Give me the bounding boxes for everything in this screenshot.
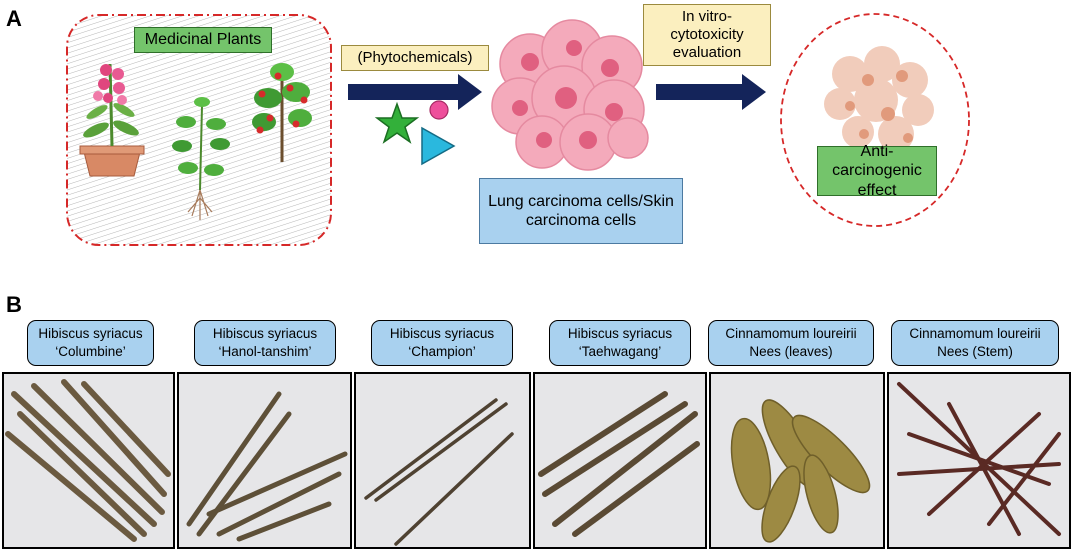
- carcinoma-cells-cluster-icon: [491, 19, 649, 171]
- phytochemical-shapes: [374, 100, 456, 166]
- sample-name: Hibiscus syriacus: [567, 325, 673, 341]
- photo-cinnamomum-leaves: [709, 372, 885, 549]
- arrow-to-effect-icon: [656, 74, 766, 110]
- medicinal-plants-label: Medicinal Plants: [134, 27, 272, 53]
- sample-cultivar: ‘Hanol-tanshim’: [218, 344, 312, 359]
- panel-b-letter: B: [6, 292, 22, 317]
- invitro-cytotoxicity-label: In vitro-cytotoxicity evaluation: [643, 4, 771, 66]
- sample-name: Cinnamomum loureirii: [909, 325, 1041, 341]
- fruit-tree-icon: [252, 63, 312, 162]
- sample-name: Hibiscus syriacus: [38, 325, 143, 341]
- photo-cinnamomum-stem: [887, 372, 1071, 549]
- sample-cultivar: Nees (Stem): [937, 344, 1013, 359]
- sample-name: Cinnamomum loureirii: [725, 325, 857, 341]
- photo-champion-stems: [354, 372, 531, 549]
- sample-cultivar: Nees (leaves): [749, 344, 833, 359]
- blue-triangle-icon: [421, 126, 456, 166]
- photo-taehwagang-stems: [533, 372, 707, 549]
- sample-cultivar: ‘Taehwagang’: [578, 344, 662, 359]
- panel-a-letter: A: [6, 6, 22, 31]
- potted-flower-plant-icon: [79, 63, 145, 177]
- sample-label-hanol-tanshim: Hibiscus syriacus ‘Hanol-tanshim’: [194, 320, 336, 366]
- sample-label-taehwagang: Hibiscus syriacus ‘Taehwagang’: [549, 320, 691, 366]
- sample-name: Hibiscus syriacus: [389, 325, 495, 341]
- sample-cultivar: ‘Columbine’: [55, 344, 126, 359]
- carcinoma-cells-label: Lung carcinoma cells/Skin carcinoma cell…: [479, 178, 683, 244]
- green-star-icon: [374, 101, 420, 144]
- photo-hanol-tanshim-stems: [177, 372, 352, 549]
- pink-circle-icon: [429, 100, 449, 120]
- sample-cultivar: ‘Champion’: [408, 344, 476, 359]
- leafy-herb-with-roots-icon: [172, 97, 230, 220]
- sample-name: Hibiscus syriacus: [212, 325, 318, 341]
- photo-columbine-stems: [2, 372, 175, 549]
- phytochemicals-label: (Phytochemicals): [341, 45, 489, 71]
- sample-label-champion: Hibiscus syriacus ‘Champion’: [371, 320, 513, 366]
- medicinal-plants-region: [66, 14, 332, 246]
- sample-label-columbine: Hibiscus syriacus ‘Columbine’: [27, 320, 154, 366]
- arrow-to-cells-icon: [348, 74, 482, 110]
- anti-carcinogenic-label: Anti-carcinogenic effect: [817, 143, 937, 199]
